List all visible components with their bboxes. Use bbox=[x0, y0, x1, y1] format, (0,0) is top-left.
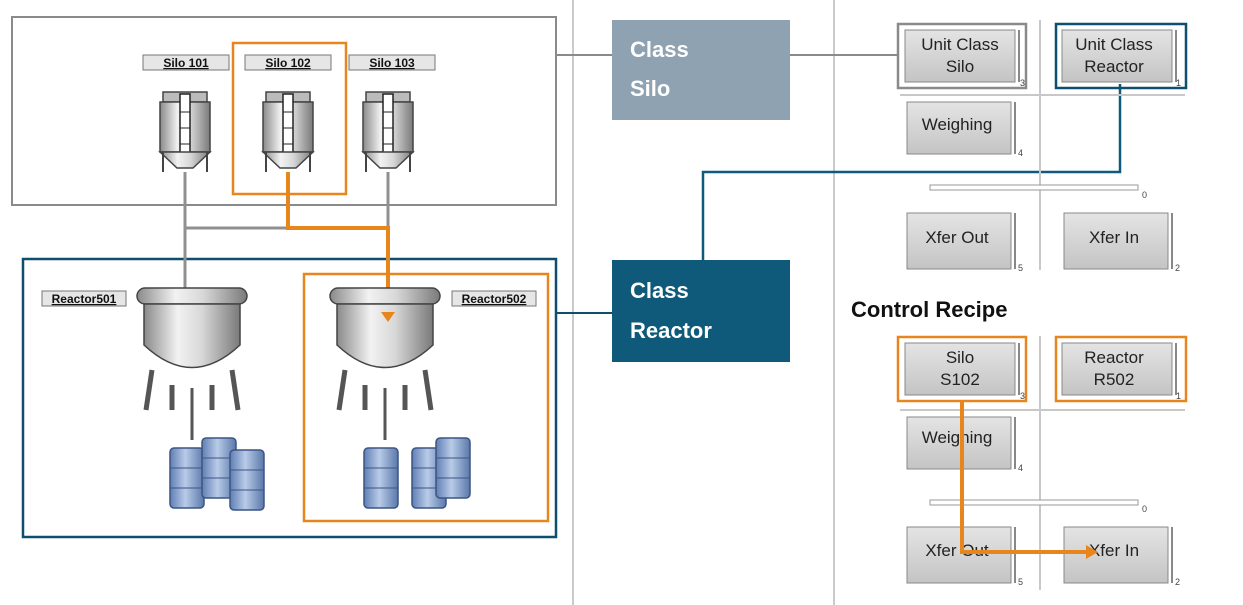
control-recipe: Silo S102 3 Reactor R502 1 Weighing 4 0 … bbox=[896, 335, 1188, 590]
master-recipe: Unit Class Silo 3 Unit Class Reactor 1 W… bbox=[896, 20, 1188, 273]
class-silo-box: Class Silo bbox=[612, 20, 790, 120]
silo-tag-103: Silo 103 bbox=[348, 54, 436, 71]
connector-class-reactor-to-unit bbox=[701, 84, 1122, 260]
svg-text:Weighing: Weighing bbox=[922, 428, 993, 447]
svg-text:Silo 102: Silo 102 bbox=[265, 56, 311, 70]
svg-text:5: 5 bbox=[1018, 577, 1023, 587]
svg-text:5: 5 bbox=[1018, 263, 1023, 273]
master-unit-silo: Unit Class Silo 3 bbox=[896, 22, 1028, 90]
control-path-arrowhead bbox=[1086, 545, 1098, 559]
svg-text:Unit Class: Unit Class bbox=[921, 35, 998, 54]
svg-text:Reactor: Reactor bbox=[1084, 57, 1144, 76]
silo-tag-101: Silo 101 bbox=[142, 54, 230, 71]
class-reactor-box: Class Reactor bbox=[612, 260, 790, 362]
svg-text:Xfer In: Xfer In bbox=[1089, 228, 1139, 247]
master-step-xfer-out: Xfer Out 5 bbox=[906, 212, 1023, 273]
control-step-xfer-out: Xfer Out 5 bbox=[906, 526, 1023, 587]
svg-text:Reactor: Reactor bbox=[630, 318, 712, 343]
svg-text:Reactor: Reactor bbox=[1084, 348, 1144, 367]
drums-502-icon bbox=[363, 437, 471, 509]
silo-103-icon bbox=[361, 91, 415, 172]
svg-text:Unit Class: Unit Class bbox=[1075, 35, 1152, 54]
svg-text:Silo: Silo bbox=[630, 76, 670, 101]
svg-text:2: 2 bbox=[1175, 577, 1180, 587]
transfer-route bbox=[286, 172, 390, 318]
svg-text:R502: R502 bbox=[1094, 370, 1135, 389]
svg-text:Silo: Silo bbox=[946, 57, 974, 76]
silo-area-frame bbox=[11, 16, 557, 206]
svg-text:Class: Class bbox=[630, 37, 689, 62]
reactor-tag-501: Reactor501 bbox=[41, 290, 127, 307]
silo-tag-102: Silo 102 bbox=[244, 54, 332, 71]
reactor-502-icon bbox=[329, 287, 441, 440]
control-execution-path bbox=[960, 401, 1088, 554]
svg-text:Silo 101: Silo 101 bbox=[163, 56, 209, 70]
svg-text:0: 0 bbox=[1142, 190, 1147, 200]
control-unit-silo: Silo S102 3 bbox=[896, 335, 1028, 403]
svg-text:S102: S102 bbox=[940, 370, 980, 389]
route-arrowhead bbox=[381, 312, 395, 322]
master-unit-reactor: Unit Class Reactor 1 bbox=[1054, 22, 1188, 90]
svg-text:Reactor502: Reactor502 bbox=[462, 292, 527, 306]
svg-text:4: 4 bbox=[1018, 463, 1023, 473]
master-sync-bar: 0 bbox=[929, 184, 1147, 200]
silo-102-icon bbox=[261, 91, 315, 172]
control-sync-bar: 0 bbox=[929, 499, 1147, 514]
svg-text:Xfer In: Xfer In bbox=[1089, 541, 1139, 560]
svg-text:4: 4 bbox=[1018, 148, 1023, 158]
svg-text:3: 3 bbox=[1020, 78, 1025, 88]
master-step-weighing: Weighing 4 bbox=[906, 101, 1023, 158]
svg-text:Xfer Out: Xfer Out bbox=[925, 541, 989, 560]
svg-text:Xfer Out: Xfer Out bbox=[925, 228, 989, 247]
control-step-weighing: Weighing 4 bbox=[906, 416, 1023, 473]
control-recipe-heading: Control Recipe bbox=[851, 297, 1007, 322]
svg-text:2: 2 bbox=[1175, 263, 1180, 273]
control-unit-reactor: Reactor R502 1 bbox=[1054, 335, 1188, 403]
control-step-xfer-in: Xfer In 2 bbox=[1063, 526, 1180, 587]
svg-text:1: 1 bbox=[1176, 391, 1181, 401]
silo-101-icon bbox=[158, 91, 212, 172]
master-step-xfer-in: Xfer In 2 bbox=[1063, 212, 1180, 273]
svg-text:Class: Class bbox=[630, 278, 689, 303]
svg-text:1: 1 bbox=[1176, 78, 1181, 88]
svg-text:Weighing: Weighing bbox=[922, 115, 993, 134]
svg-text:0: 0 bbox=[1142, 504, 1147, 514]
svg-text:Silo 103: Silo 103 bbox=[369, 56, 415, 70]
svg-text:Silo: Silo bbox=[946, 348, 974, 367]
drums-501-icon bbox=[169, 437, 265, 511]
reactor-tag-502: Reactor502 bbox=[451, 290, 537, 307]
svg-text:3: 3 bbox=[1020, 391, 1025, 401]
reactor-area-frame bbox=[21, 257, 558, 539]
reactor-501-icon bbox=[136, 287, 248, 440]
reactor-highlight-frame bbox=[302, 272, 550, 523]
svg-text:Reactor501: Reactor501 bbox=[52, 292, 117, 306]
